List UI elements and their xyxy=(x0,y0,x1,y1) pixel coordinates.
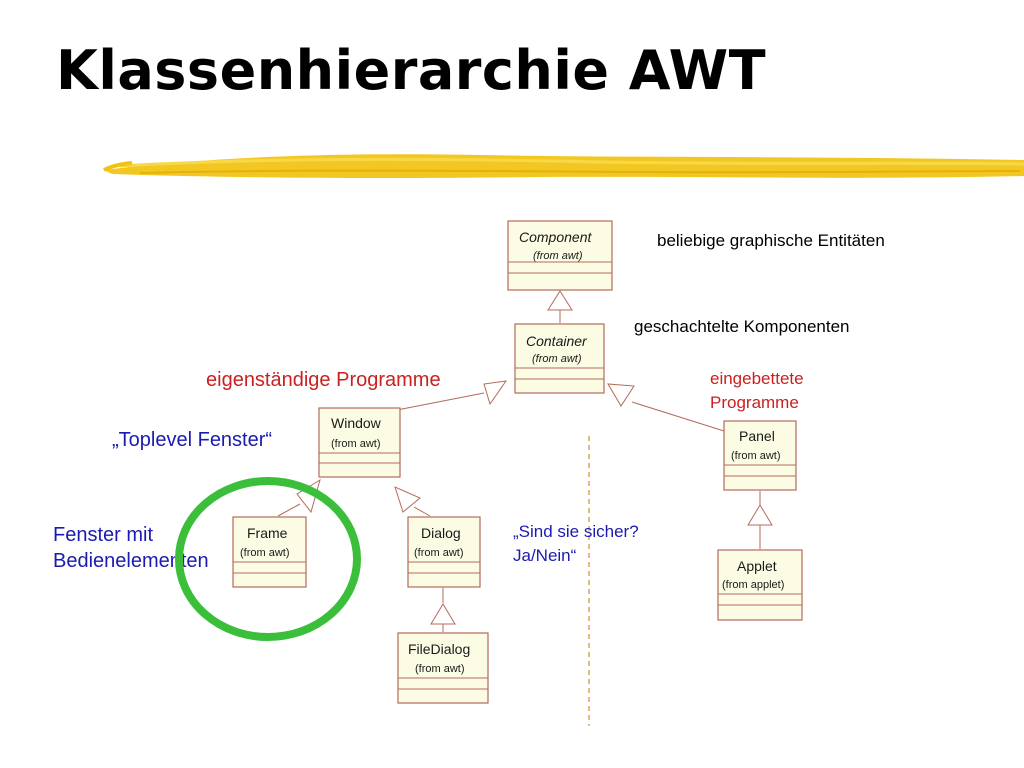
class-name: Panel xyxy=(739,428,775,444)
note-panel-line2: Programme xyxy=(710,393,799,412)
note-window: eigenständige Programme xyxy=(206,369,441,391)
edge-dialog-window xyxy=(394,486,431,517)
edge-container-component xyxy=(547,290,573,323)
edge-panel-container xyxy=(607,383,725,432)
slide-title: Klassenhierarchie AWT xyxy=(56,39,767,102)
class-name: Frame xyxy=(247,525,288,541)
class-dialog[interactable]: Dialog (from awt) xyxy=(407,516,481,588)
note-panel-line1: eingebettete xyxy=(710,369,804,388)
class-name: Dialog xyxy=(421,525,461,541)
class-panel[interactable]: Panel (from awt) xyxy=(723,420,797,491)
class-container[interactable]: Container (from awt) xyxy=(514,323,605,394)
class-name: Applet xyxy=(737,558,777,574)
class-component[interactable]: Component (from awt) xyxy=(507,220,613,291)
note-dialog-line2: Ja/Nein“ xyxy=(513,546,577,565)
class-window[interactable]: Window (from awt) xyxy=(318,407,401,478)
class-package: (from awt) xyxy=(240,547,290,559)
class-name: FileDialog xyxy=(408,641,470,657)
edge-applet-panel xyxy=(747,491,773,549)
note-frame-line1: Fenster mit xyxy=(53,524,153,546)
note-container: geschachtelte Komponenten xyxy=(634,317,850,336)
edge-filedialog-dialog xyxy=(430,588,456,632)
class-name: Window xyxy=(331,415,382,431)
class-applet[interactable]: Applet (from applet) xyxy=(717,549,803,621)
note-component: beliebige graphische Entitäten xyxy=(657,231,885,250)
class-filedialog[interactable]: FileDialog (from awt) xyxy=(397,632,489,704)
class-package: (from applet) xyxy=(722,579,784,591)
note-dialog-line1: „Sind sie sicher? xyxy=(513,522,639,541)
class-name: Component xyxy=(519,229,592,245)
class-package: (from awt) xyxy=(533,250,583,262)
note-frame-line2: Bedienelementen xyxy=(53,550,209,572)
class-package: (from awt) xyxy=(731,450,781,462)
class-name: Container xyxy=(526,333,588,349)
class-package: (from awt) xyxy=(414,547,464,559)
edge-window-container xyxy=(396,380,508,411)
class-package: (from awt) xyxy=(532,353,582,365)
title-underline-brushstroke xyxy=(103,154,1024,178)
class-package: (from awt) xyxy=(415,663,465,675)
class-frame[interactable]: Frame (from awt) xyxy=(232,516,307,588)
class-package: (from awt) xyxy=(331,438,381,450)
highlight-circle xyxy=(175,477,361,641)
note-window-toplevel: „Toplevel Fenster“ xyxy=(112,429,272,451)
